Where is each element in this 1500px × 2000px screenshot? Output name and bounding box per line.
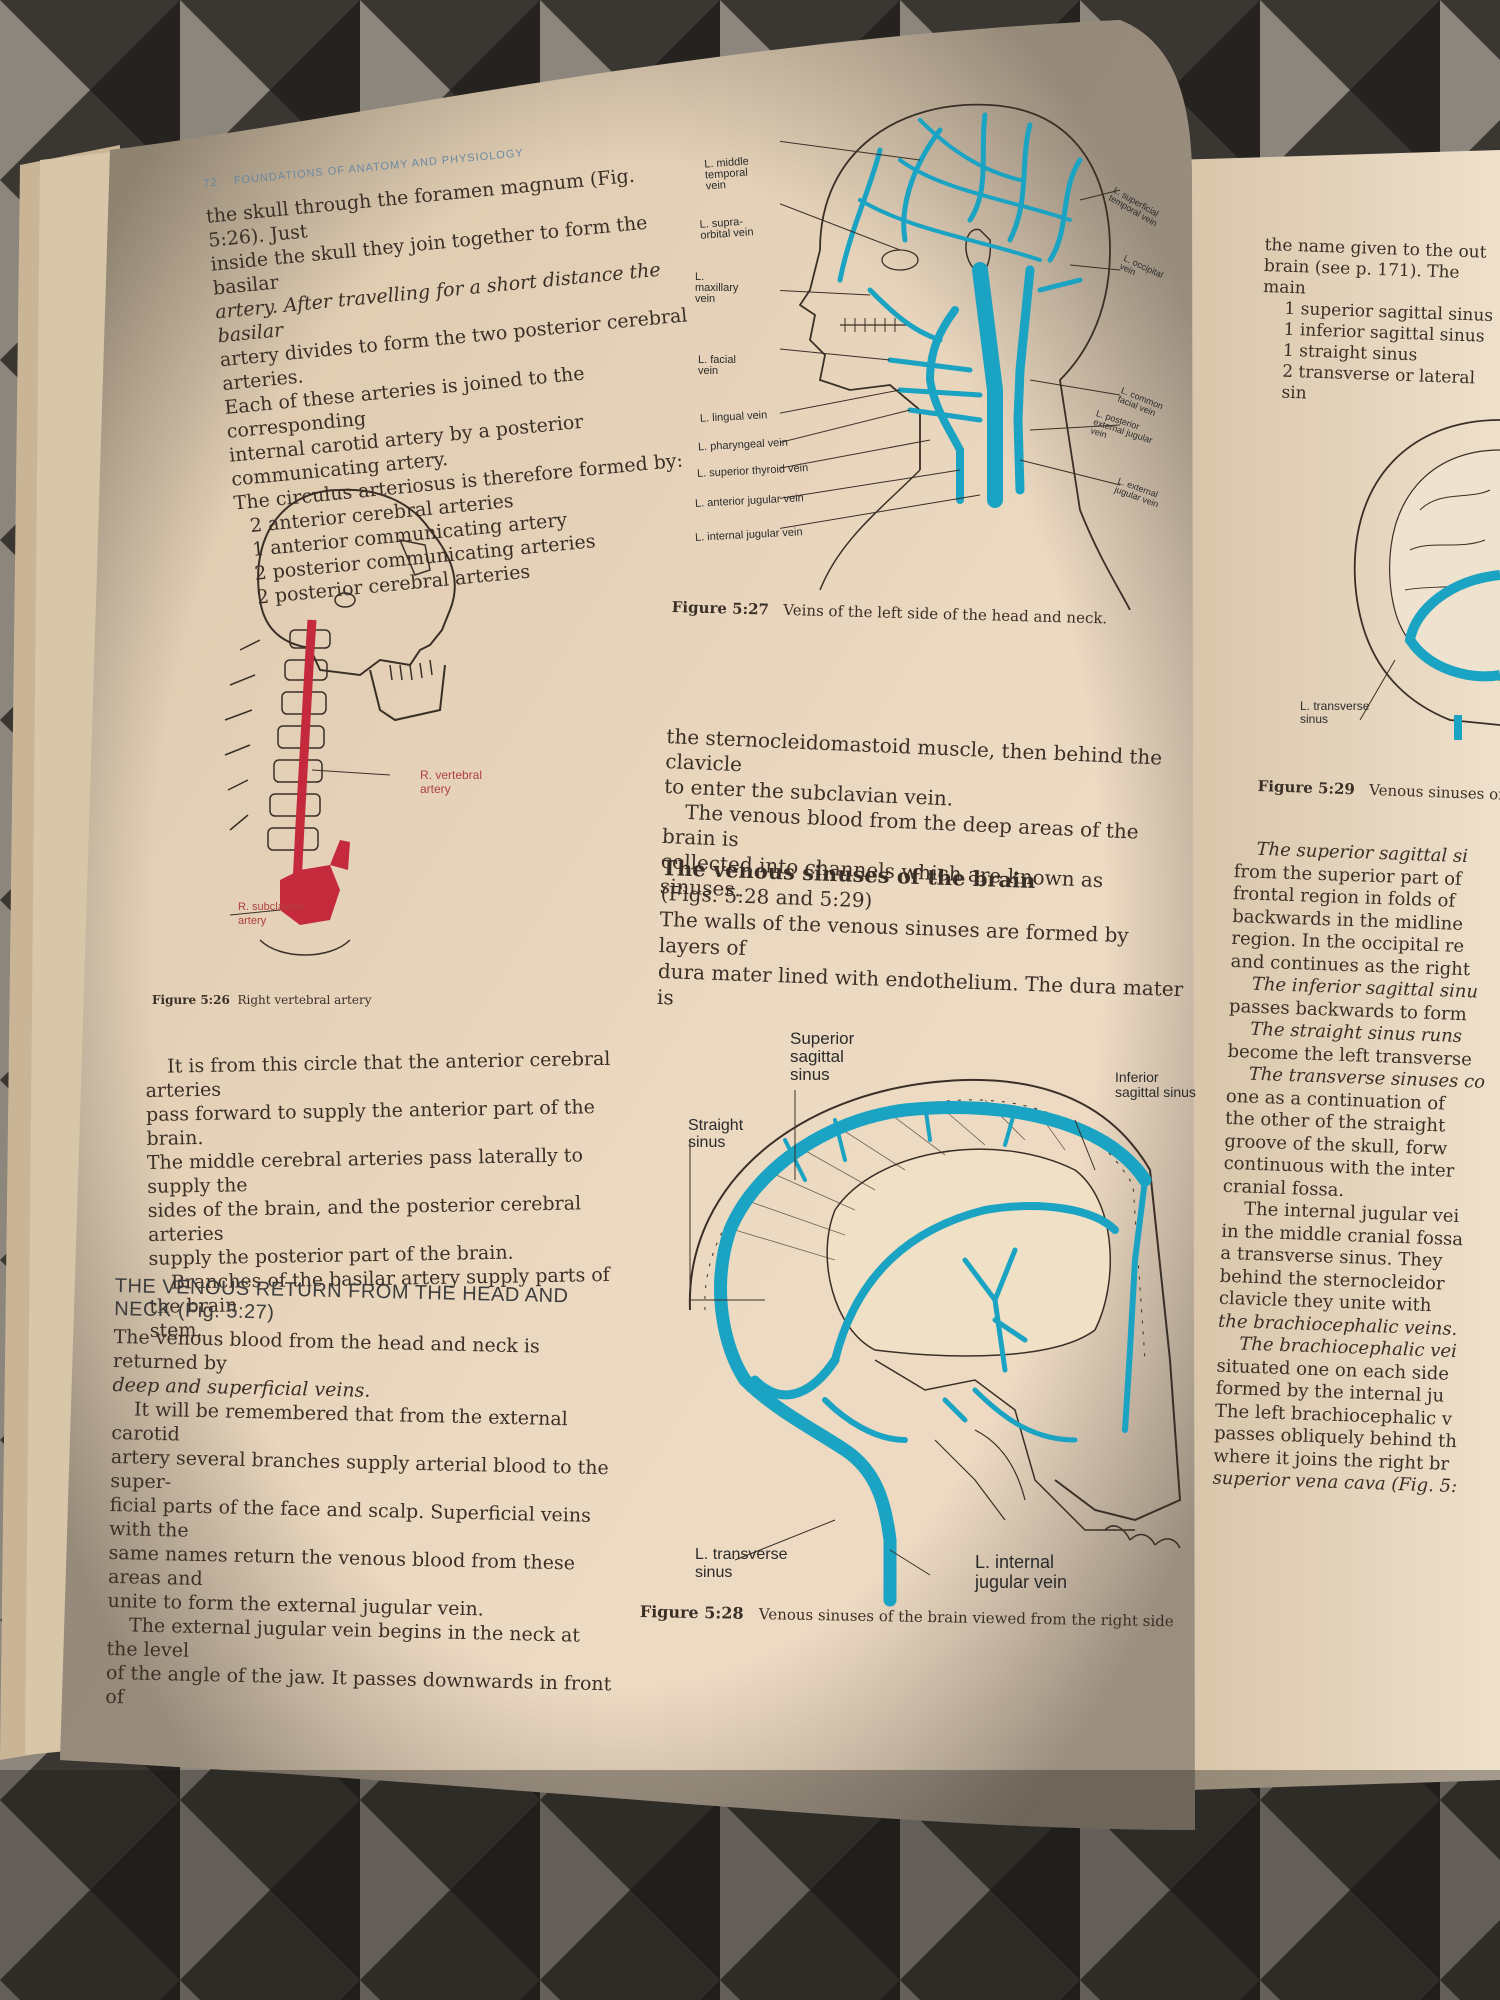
- label-l-facial-vein: L. facial vein: [698, 354, 736, 377]
- caption-number: Figure 5:27: [671, 598, 770, 619]
- label-superior-sagittal-sinus: Superior sagittal sinus: [790, 1029, 855, 1084]
- label-l-transverse-sinus: L. transverse sinus: [695, 1546, 788, 1581]
- label-inferior-sagittal-sinus: Inferior sagittal sinus: [1115, 1069, 1196, 1100]
- text-line: It is from this circle that the anterior…: [145, 1047, 611, 1102]
- label-r-subclavian-artery: R. subclavian artery: [238, 901, 305, 927]
- caption-number: Figure 5:28: [639, 1602, 744, 1623]
- venous-return-section: THE VENOUS RETURN FROM THE HEAD AND NECK…: [105, 1275, 625, 1720]
- figure-5-26-caption: Figure 5:26 Right vertebral artery: [152, 993, 371, 1007]
- label-r-vertebral-artery: R. vertebral artery: [420, 768, 483, 796]
- page-number: 72: [203, 176, 219, 190]
- label-l-supraorbital-vein: L. supra- orbital vein: [699, 215, 754, 242]
- right-page-top-text: the name given to the out brain (see p. …: [1259, 235, 1500, 411]
- figure-5-29-illustration: [1353, 419, 1500, 740]
- figure-5-27-illustration: [780, 103, 1131, 610]
- caption-number: Figure 5:26: [152, 993, 230, 1007]
- label-l-transverse-sinus-529: L. transverse sinus: [1300, 699, 1370, 726]
- caption-text: Right vertebral artery: [237, 993, 372, 1007]
- right-page-body-text: The superior sagittal si from the superi…: [1212, 838, 1500, 1500]
- label-l-maxillary-vein: L. maxillary vein: [695, 271, 739, 305]
- text-line: The middle cerebral arteries pass latera…: [146, 1144, 584, 1198]
- caption-number: Figure 5:29: [1257, 777, 1356, 799]
- text-line: sides of the brain, and the posterior ce…: [147, 1192, 582, 1246]
- label-l-internal-jugular-vein: L. internal jugular vein: [975, 1552, 1068, 1592]
- figure-5-26-illustration: [224, 488, 456, 956]
- text-line: pass forward to supply the anterior part…: [145, 1096, 596, 1150]
- label-straight-sinus: Straight sinus: [688, 1117, 744, 1151]
- venous-sinuses-section: The venous sinuses of the brain (Figs. 5…: [657, 855, 1192, 1028]
- label-l-middle-temporal-vein: L. middle temporal vein: [703, 155, 750, 193]
- figure-5-28-illustration: [688, 1078, 1182, 1607]
